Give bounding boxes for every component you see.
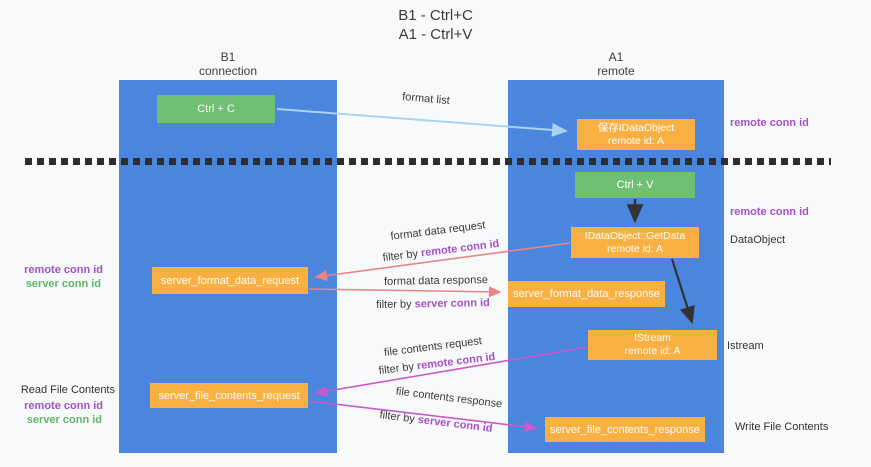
server-format-data-response-box: server_format_data_response bbox=[508, 281, 665, 307]
right-column-role: remote bbox=[597, 64, 635, 78]
idataobject-getdata-line2: remote id: A bbox=[606, 242, 664, 255]
right-remote-conn-id-2: remote conn id bbox=[730, 206, 809, 218]
server-format-data-request-box: server_format_data_request bbox=[152, 267, 308, 294]
server-conn-id-text: server conn id bbox=[414, 297, 490, 311]
remote-conn-id-text: remote conn id bbox=[416, 350, 496, 373]
filter-by-text: filter by bbox=[376, 298, 415, 311]
save-idataobject-line1: 保存IDataObject bbox=[597, 121, 675, 134]
save-idataobject-line2: remote id: A bbox=[607, 134, 665, 147]
left-server-conn-id-1: server conn id bbox=[25, 278, 101, 290]
format-list-label: format list bbox=[401, 90, 451, 108]
istream-side-label: Istream bbox=[727, 340, 764, 352]
left-column-role: connection bbox=[198, 64, 258, 78]
left-column-header: B1 connection bbox=[119, 50, 337, 78]
right-column-name: A1 bbox=[608, 50, 624, 64]
arrow-format-data-response bbox=[308, 286, 502, 298]
file-contents-response-label: file contents response bbox=[395, 385, 503, 411]
left-remote-conn-id-1: remote conn id bbox=[24, 264, 103, 276]
server-file-contents-request-box: server_file_contents_request bbox=[150, 383, 308, 408]
format-data-response-label: format data response bbox=[383, 274, 489, 288]
istream-line1: IStream bbox=[634, 332, 671, 344]
filter-by-remote-label-1: filter by remote conn id bbox=[382, 238, 500, 264]
phase-separator-dashed-line bbox=[25, 158, 831, 165]
idataobject-getdata-box: IDataObject::GetData remote id: A bbox=[571, 227, 699, 258]
server-conn-id-text: server conn id bbox=[417, 413, 494, 435]
server-format-data-request-label: server_format_data_request bbox=[160, 274, 300, 287]
filter-by-server-label-2: filter by server conn id bbox=[379, 409, 493, 435]
read-file-contents-label: Read File Contents bbox=[20, 384, 115, 396]
right-column-header: A1 remote bbox=[508, 50, 724, 78]
save-idataobject-box: 保存IDataObject remote id: A bbox=[577, 119, 695, 150]
format-data-request-label: format data request bbox=[389, 219, 487, 243]
server-file-contents-response-box: server_file_contents_response bbox=[545, 417, 705, 442]
left-remote-conn-id-2: remote conn id bbox=[24, 400, 103, 412]
ctrl-v-box: Ctrl + V bbox=[575, 172, 695, 198]
filter-by-server-label-1: filter by server conn id bbox=[376, 297, 490, 311]
ctrl-c-box: Ctrl + C bbox=[157, 95, 275, 123]
filter-by-text: filter by bbox=[378, 360, 418, 378]
server-format-data-response-label: server_format_data_response bbox=[513, 288, 660, 300]
ctrl-c-label: Ctrl + C bbox=[197, 103, 235, 115]
istream-line2: remote id: A bbox=[624, 345, 681, 357]
filter-by-text: filter by bbox=[382, 247, 422, 265]
left-column-name: B1 bbox=[220, 50, 236, 64]
write-file-contents-label: Write File Contents bbox=[735, 421, 829, 433]
dataobject-label: DataObject bbox=[730, 234, 786, 246]
server-file-contents-response-label: server_file_contents_response bbox=[550, 423, 700, 436]
right-remote-conn-id-1: remote conn id bbox=[730, 117, 809, 129]
ctrl-v-label: Ctrl + V bbox=[616, 179, 654, 191]
title-line-2: A1 - Ctrl+V bbox=[398, 26, 473, 43]
filter-by-text: filter by bbox=[378, 409, 419, 426]
left-server-conn-id-2: server conn id bbox=[26, 414, 102, 426]
diagram-title: B1 - Ctrl+C A1 - Ctrl+V bbox=[0, 6, 871, 44]
server-file-contents-request-label: server_file_contents_request bbox=[158, 389, 300, 402]
idataobject-getdata-line1: IDataObject::GetData bbox=[584, 229, 686, 242]
istream-box: IStream remote id: A bbox=[588, 330, 717, 360]
title-line-1: B1 - Ctrl+C bbox=[398, 7, 473, 24]
remote-conn-id-text: remote conn id bbox=[420, 237, 500, 260]
